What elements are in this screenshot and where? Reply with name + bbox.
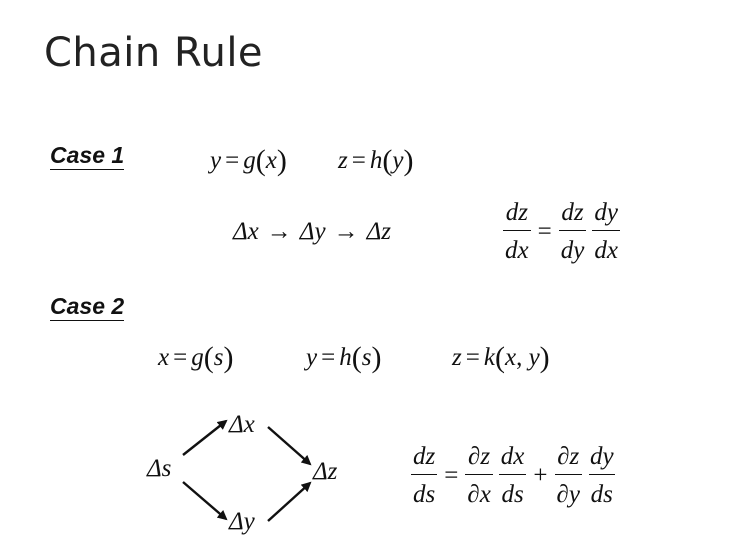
case2-func-h: h [339,344,352,371]
case2-func-g: g [191,344,204,371]
case1-func-h: h [369,147,383,174]
case2-eq-z-kxy: z=k(x, y) [452,341,550,374]
case2-eq-y-hs: y=h(s) [306,341,382,374]
case-1-label: Case 1 [50,142,125,171]
diagram-node-dy: Δy [229,508,255,535]
arrow-x-to-z [267,426,312,466]
case1-eq-y-gx: y=g(x) [210,144,287,177]
diagram-node-ds: Δs [147,455,172,482]
case1-eq-z-hy: z=h(y) [338,144,414,177]
case1-chain: Δx→Δy→Δz [233,218,391,245]
arrow-y-to-z [267,481,312,522]
arrow-s-to-y [182,481,228,521]
case2-eq-x-gs: x=g(s) [158,341,234,374]
arrow-s-to-x [182,419,228,456]
case2-func-k: k [483,344,495,371]
diagram-node-dx: Δx [229,411,255,438]
page-title: Chain Rule [44,30,264,76]
case-2-label: Case 2 [50,293,125,322]
case1-func-g: g [243,147,256,174]
case2-term1-partial-fraction: ∂z∂x [465,443,493,508]
case1-chain-dx: Δx [233,218,259,245]
diagram-node-dz: Δz [313,458,338,485]
case1-chain-dy: Δy [299,218,326,245]
case1-chain-dz: Δz [366,218,391,245]
case2-term2-partial-fraction: ∂z∂y [554,443,582,508]
